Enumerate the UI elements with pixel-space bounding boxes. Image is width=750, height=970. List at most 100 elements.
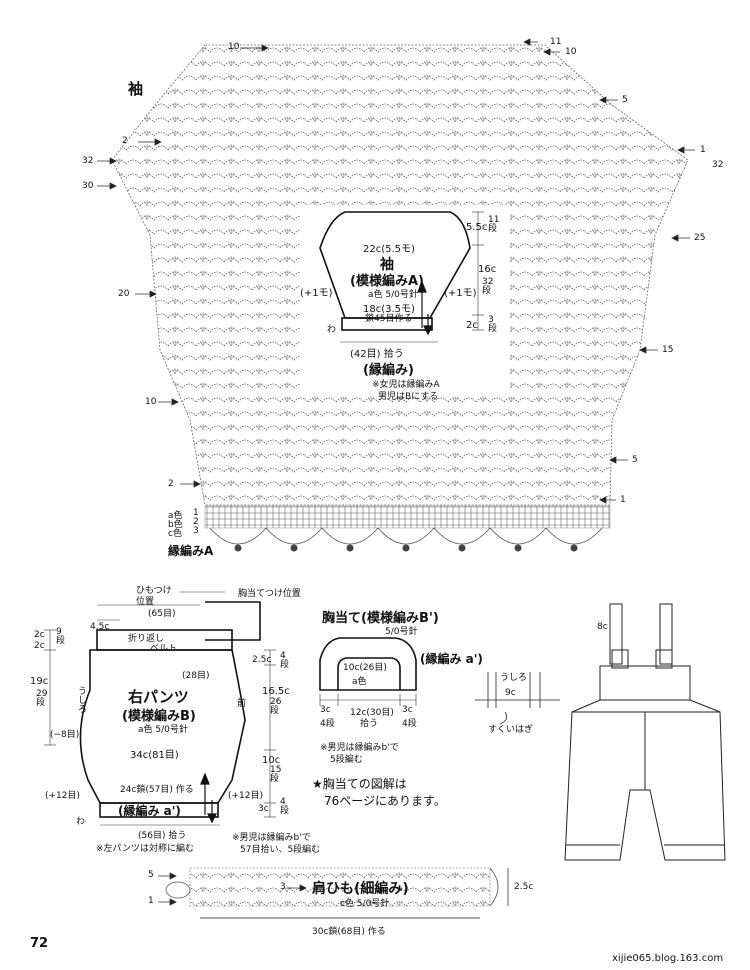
pants-width-34: 34c(81目): [130, 750, 179, 761]
pants-rows-15: 15段: [270, 765, 282, 784]
strap-dim: 2.5c: [514, 882, 534, 892]
sleeve-row-label: 10: [565, 47, 577, 57]
pants-rows-26: 26段: [270, 697, 282, 716]
color-label: b色: [168, 520, 183, 530]
color-label: a色: [168, 511, 183, 521]
sleeve-dim-mid: 16c: [478, 264, 497, 275]
sleeve-row-label: 32: [82, 156, 94, 166]
pants-himotsuke: ひもつけ: [136, 586, 172, 596]
strap-title: 肩ひも(細編み): [312, 881, 409, 897]
pants-dim-2-5: 2.5c: [252, 655, 272, 665]
pants-edging: (縁編み a'): [118, 804, 181, 818]
pants-note-boy-2: 57目拾い、5段編む: [240, 845, 321, 855]
overall-strap-dim: 8c: [597, 622, 608, 632]
pants-belt: ベルト: [150, 644, 178, 654]
sleeve-row-label: 5: [622, 95, 628, 105]
pants-inc-left: (+12目): [45, 791, 81, 801]
sleeve-inc-right: (+1モ): [444, 288, 477, 299]
bib-inner: 10c(26目): [343, 663, 387, 673]
sleeve-row-label: 2: [122, 136, 128, 146]
pants-inc-right: (+12目): [228, 791, 264, 801]
sleeve-row-label: 32: [712, 160, 724, 170]
sleeve-note-2: 男児はBにする: [378, 392, 439, 402]
bib-rows-right: 4段: [402, 719, 417, 729]
pants-stitches-28: (28目): [182, 671, 210, 681]
sleeve-schematic-name: 袖: [380, 257, 394, 273]
sleeve-pickup: (42目) 拾う: [350, 349, 404, 360]
sleeve-dim-top: 5.5c: [466, 222, 488, 233]
bib-edging: (縁編み a'): [420, 652, 483, 666]
sleeve-pattern: (模様編みA): [350, 274, 424, 289]
sleeve-row-label: 1: [620, 495, 626, 505]
sleeve-row-label: 25: [694, 233, 706, 243]
sleeve-row-label: 10: [145, 397, 157, 407]
pants-note-left: ※左パンツは対称に編む: [96, 844, 194, 854]
bib-bottom: 12c(30目): [350, 708, 394, 718]
pants-ichi: 位置: [136, 597, 155, 607]
strap-chart: [189, 867, 491, 907]
pants-orikaeshi: 折り返し: [128, 634, 165, 644]
color-label: c色: [168, 529, 182, 539]
sleeve-edging-scallops: [209, 527, 603, 545]
bib-dim-left: 3c: [320, 705, 331, 715]
sleeve-row-label: 30: [82, 181, 94, 191]
pants-dec-left: (−8目): [50, 730, 80, 740]
bib-pickup: 拾う: [360, 719, 379, 729]
pants-wa: わ: [76, 817, 86, 827]
bib-title: 胸当て(模様編みB'): [322, 611, 439, 626]
bib-note-2: 5段編む: [330, 755, 363, 765]
color-row: 2: [193, 517, 199, 527]
detail-sukui: すくいはぎ: [488, 725, 534, 735]
pants-muneate-pos: 胸当てつけ位置: [238, 589, 301, 599]
bib-yarn: 5/0号針: [385, 627, 418, 637]
bib-dim-right: 3c: [402, 705, 413, 715]
sleeve-edging: (縁編み): [363, 363, 414, 378]
sleeve-row-label: 11: [550, 37, 562, 47]
color-row: 3: [193, 526, 199, 536]
color-row: 1: [193, 508, 199, 518]
sleeve-row-label: 10: [228, 42, 240, 52]
sleeve-row-label: 2: [168, 479, 174, 489]
bib-star-2: 76ページにあります。: [324, 794, 446, 808]
pants-dim-19: 19c: [30, 676, 49, 687]
sleeve-rows-top: 11段: [488, 215, 500, 234]
sleeve-width-bottom: 18c(3.5モ): [363, 304, 415, 315]
sleeve-row-label: 20: [118, 289, 130, 299]
pants-note-boy-1: ※男児は縁編みb'で: [232, 833, 311, 843]
pants-dim-2c: 2c: [34, 630, 45, 640]
sleeve-row-label: 15: [662, 345, 674, 355]
sleeve-note-1: ※女児は縁編みA: [372, 380, 440, 390]
bib-rows-left: 4段: [320, 719, 335, 729]
pants-mae: 前: [237, 699, 247, 709]
bib-color: a色: [352, 677, 367, 687]
pants-title: 右パンツ: [128, 688, 189, 706]
detail-ushiro: うしろ: [500, 673, 528, 683]
bib-note-1: ※男児は縁編みb'で: [320, 743, 399, 753]
sleeve-row-label: 1: [700, 145, 706, 155]
strap-row: 5: [148, 870, 154, 880]
pants-dim-4-5: 4.5c: [90, 622, 110, 632]
pants-yarn: a色 5/0号針: [138, 725, 188, 735]
pants-cast-on: 24c鎖(57目) 作る: [120, 785, 194, 795]
sleeve-title: 袖: [128, 80, 144, 98]
sleeve-rows-mid: 32段: [482, 277, 494, 296]
watermark: xijie065.blog.163.com: [612, 953, 724, 964]
sleeve-yarn: a色 5/0号針: [368, 290, 418, 300]
pants-pattern: (模様編みB): [122, 709, 196, 724]
sleeve-row-label: 5: [632, 455, 638, 465]
bib-star-1: ★胸当ての図解は: [312, 777, 407, 791]
pants-dim-3: 3c: [258, 804, 269, 814]
pants-rows-4b: 4段: [280, 797, 290, 816]
sleeve-cast-on: 鎖45目作る: [365, 314, 413, 324]
strap-row: 1: [148, 896, 154, 906]
sleeve-edging-label: 縁編みA: [168, 544, 214, 558]
pants-rows-9: 9段: [56, 627, 66, 646]
pants-ushiro: うしろ: [78, 687, 88, 715]
pants-rows-4: 4段: [280, 651, 290, 670]
pants-dim-10: 10c: [262, 755, 281, 766]
sleeve-rows-bot: 3段: [488, 315, 498, 334]
pants-dim-2c: 2c: [34, 641, 45, 651]
detail-dim: 9c: [505, 688, 516, 698]
pants-top-stitches: (65目): [148, 609, 176, 619]
